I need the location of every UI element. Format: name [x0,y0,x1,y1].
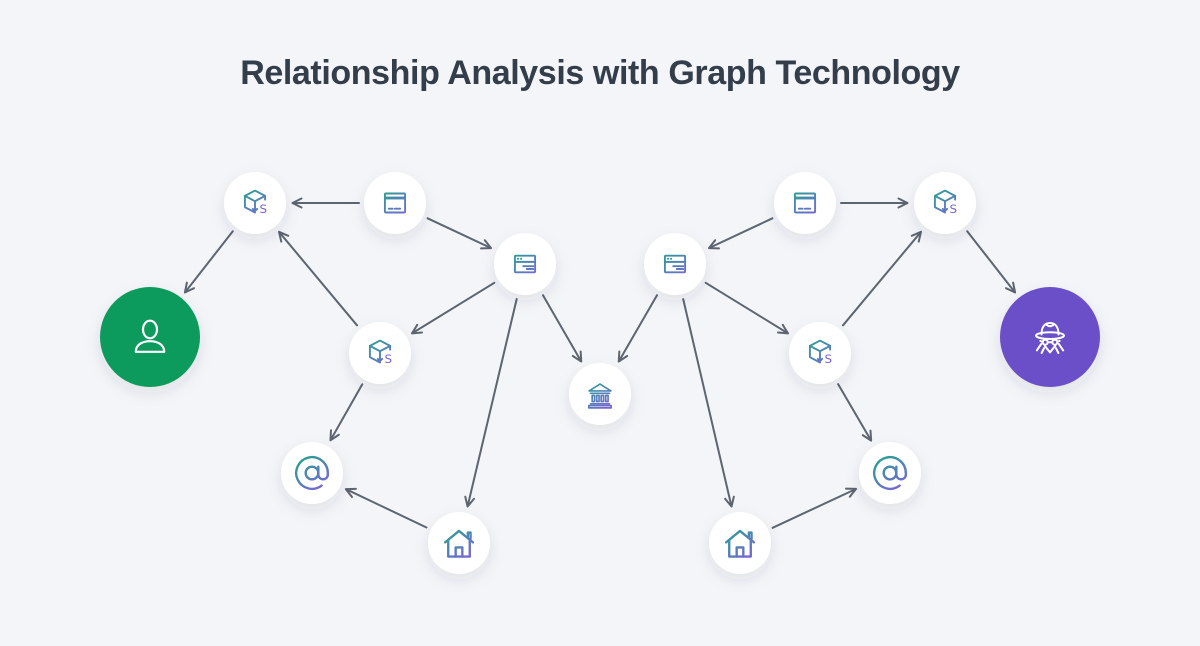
node-home-left [428,512,490,574]
node-window-tr [774,172,836,234]
node-webpage-right [644,233,706,295]
node-circle-webpage-right [644,233,706,295]
node-product-lm [349,322,411,384]
node-email-right [859,442,921,504]
edge-webpage-left-bank [542,294,583,363]
node-bank [569,363,631,425]
nodes-layer [100,172,1100,574]
edge-webpage-left-product-lm [410,281,496,335]
edge-webpage-left-home-left [464,298,518,508]
node-product-tl [224,172,286,234]
edge-webpage-right-product-rm [704,281,790,335]
edges-layer [183,197,1017,529]
edge-product-tr-fraudster [966,230,1017,294]
node-window-tl [364,172,426,234]
node-product-rm [789,322,851,384]
header: Relationship Analysis with Graph Technol… [0,54,1200,93]
node-circle-home-left [428,512,490,574]
node-email-left [281,442,343,504]
node-circle-home-right [709,512,771,574]
node-home-right [709,512,771,574]
edge-product-lm-product-tl [277,230,358,327]
edge-webpage-right-bank [617,294,658,363]
edge-window-tl-webpage-left [426,217,493,250]
node-circle-email-right [859,442,921,504]
edge-product-rm-email-right [837,383,873,442]
edge-webpage-right-home-right [682,298,735,508]
node-product-tr [914,172,976,234]
node-person [100,287,200,387]
node-circle-person [100,287,200,387]
page-title: Relationship Analysis with Graph Technol… [240,54,960,92]
node-circle-window-tl [364,172,426,234]
edge-product-tl-person [183,230,234,294]
edge-window-tr-webpage-right [707,217,774,250]
node-circle-fraudster [1000,287,1100,387]
node-webpage-left [494,233,556,295]
edge-product-lm-email-left [329,383,364,442]
node-circle-window-tr [774,172,836,234]
node-fraudster [1000,287,1100,387]
node-circle-webpage-left [494,233,556,295]
edge-home-left-email-left [344,487,428,529]
edge-product-rm-product-tr [842,230,923,327]
edge-home-right-email-right [771,487,858,529]
node-circle-email-left [281,442,343,504]
